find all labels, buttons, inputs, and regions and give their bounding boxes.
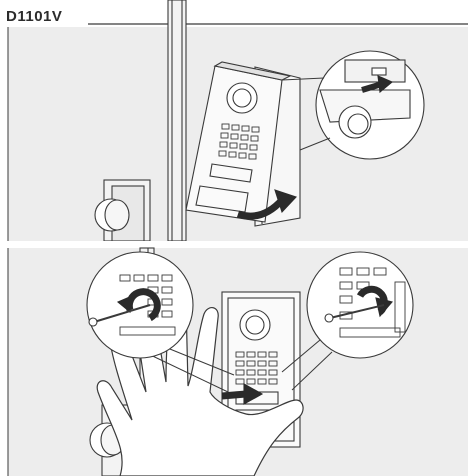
panel-divider — [0, 241, 473, 248]
model-title: D1101V — [6, 8, 62, 26]
door-frame-post — [168, 0, 186, 241]
